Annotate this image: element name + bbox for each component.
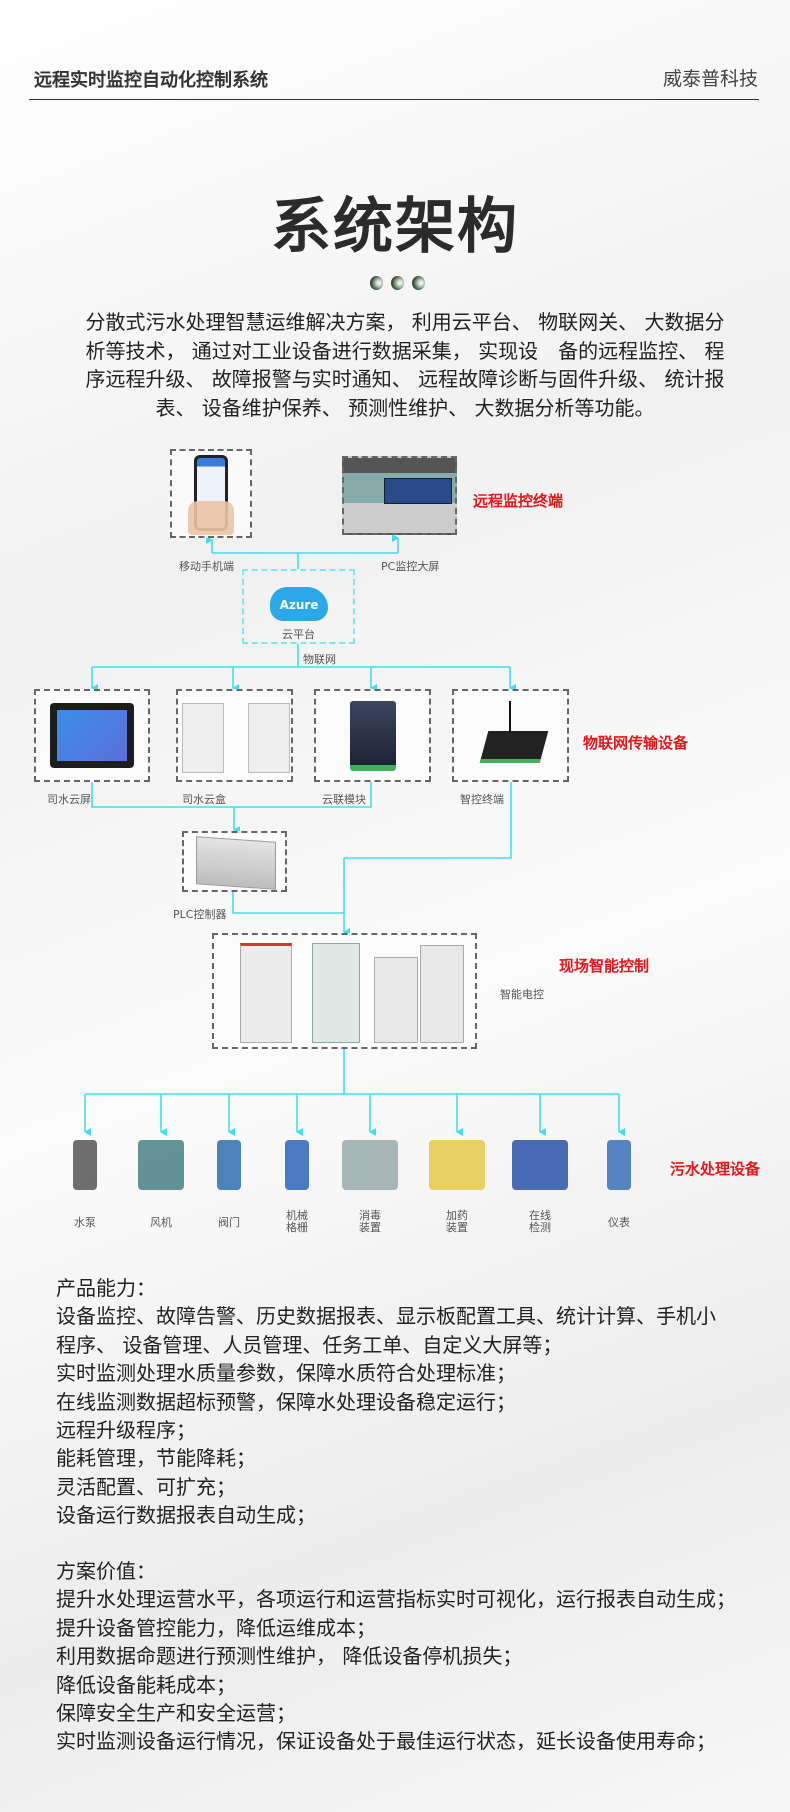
gateway-icon [182, 703, 224, 773]
cabinet-to-equipment-line [85, 1049, 619, 1095]
section-label-remote: 远程监控终端 [473, 492, 564, 510]
value-line: 利用数据命题进行预测性维护， 降低设备停机损失； [56, 1644, 523, 1669]
equipment-icon [429, 1140, 485, 1190]
cabinet-icon [420, 945, 464, 1043]
cloud-to-terminals-line [212, 552, 398, 569]
cabinet-icon [374, 957, 418, 1043]
equipment-label: 消毒装置 [359, 1209, 381, 1234]
terminal-to-cabinet-line [344, 782, 512, 859]
cabinet-icon [240, 943, 292, 1043]
terminal-icon [479, 731, 549, 763]
cabinet-label: 智能电控 [500, 988, 544, 1001]
touchscreen-icon [50, 703, 134, 768]
section-label-equipment: 污水处理设备 [670, 1160, 761, 1178]
plc-to-cabinet-line [232, 892, 344, 914]
equipment-label: 风机 [150, 1216, 172, 1229]
equipment-icon [607, 1140, 631, 1190]
capability-line: 能耗管理，节能降耗； [56, 1446, 256, 1471]
iot-item-label: 司水云屏 [47, 793, 91, 806]
value-line: 提升设备管控能力，降低运维成本； [56, 1615, 376, 1640]
cabinet-icon [312, 943, 360, 1043]
equipment-icon [342, 1140, 398, 1190]
capability-line: 灵活配置、可扩充； [56, 1474, 236, 1499]
antenna-icon [509, 701, 511, 733]
value-section: 方案价值： 提升水处理运营水平，各项运行和运营指标实时可视化，运行报表自动生成；… [56, 1557, 736, 1756]
cloud-icon: Azure [270, 587, 328, 621]
mobile-terminal-image [170, 449, 252, 538]
capability-line: 远程升级程序； [56, 1418, 196, 1443]
control-cabinet-image [212, 933, 477, 1049]
terminal-device-image [452, 689, 569, 782]
iot-to-plc-line [91, 782, 372, 808]
capability-line: 在线监测数据超标预警，保障水处理设备稳定运行； [56, 1389, 516, 1414]
capability-line: 程序、 设备管理、人员管理、任务工单、自定义大屏等； [56, 1332, 563, 1357]
equipment-label: 阀门 [218, 1216, 240, 1229]
equipment-label: 水泵 [74, 1216, 96, 1229]
cloud-box-device-image [176, 689, 293, 782]
equipment-icon [285, 1140, 309, 1190]
header-divider [29, 99, 759, 100]
equipment-label: 加药装置 [446, 1209, 468, 1234]
module-device-image [314, 689, 431, 782]
monitor-wall-icon [384, 478, 452, 504]
company-name: 威泰普科技 [662, 68, 758, 90]
cloud-platform: Azure 云平台 [242, 569, 355, 644]
capabilities-heading: 产品能力： [56, 1276, 156, 1300]
decorative-dots [370, 276, 425, 290]
iot-link-label: 物联网 [303, 653, 336, 666]
value-heading: 方案价值： [56, 1559, 156, 1583]
iot-item-label: 云联模块 [322, 793, 366, 806]
value-line: 保障安全生产和安全运营； [56, 1701, 296, 1726]
cloud-to-iot-line [92, 644, 510, 668]
equipment-icon [138, 1140, 184, 1190]
value-line: 实时监测设备运行情况，保证设备处于最佳运行状态，延长设备使用寿命； [56, 1729, 716, 1754]
equipment-label: 仪表 [608, 1216, 630, 1229]
module-icon [350, 701, 396, 771]
gateway-icon [248, 703, 290, 773]
plc-label: PLC控制器 [173, 908, 227, 921]
dot-icon [391, 276, 404, 290]
pc-label: PC监控大屏 [381, 560, 440, 573]
page-title: 系统架构 [271, 192, 519, 262]
equipment-label: 机械格栅 [286, 1209, 308, 1234]
iot-item-label: 智控终端 [460, 793, 504, 806]
header-title: 远程实时监控自动化控制系统 [34, 70, 268, 91]
equipment-icon [73, 1140, 97, 1190]
capability-line: 实时监测处理水质量参数，保障水质符合处理标准； [56, 1361, 516, 1386]
screen-device-image [34, 689, 150, 782]
dot-icon [412, 276, 425, 290]
equipment-icon [512, 1140, 568, 1190]
value-line: 提升水处理运营水平，各项运行和运营指标实时可视化，运行报表自动生成； [56, 1587, 736, 1612]
equipment-label: 在线检测 [529, 1209, 551, 1234]
pc-screen-image [342, 456, 457, 535]
cloud-label: 云平台 [282, 628, 315, 641]
capability-line: 设备运行数据报表自动生成； [56, 1503, 316, 1528]
plc-image [182, 831, 287, 892]
value-line: 降低设备能耗成本； [56, 1672, 236, 1697]
mobile-label: 移动手机端 [179, 560, 234, 573]
section-label-iot: 物联网传输设备 [583, 734, 689, 752]
plc-icon [196, 836, 276, 890]
iot-item-label: 司水云盒 [182, 793, 226, 806]
section-label-onsite: 现场智能控制 [559, 957, 650, 975]
capabilities-section: 产品能力： 设备监控、故障告警、历史数据报表、显示板配置工具、统计计算、手机小程… [56, 1274, 716, 1530]
dot-icon [370, 276, 383, 290]
equipment-icon [217, 1140, 241, 1190]
intro-paragraph: 分散式污水处理智慧运维解决方案， 利用云平台、 物联网关、 大数据分析等技术， … [85, 310, 725, 420]
capability-line: 设备监控、故障告警、历史数据报表、显示板配置工具、统计计算、手机小 [56, 1304, 716, 1329]
